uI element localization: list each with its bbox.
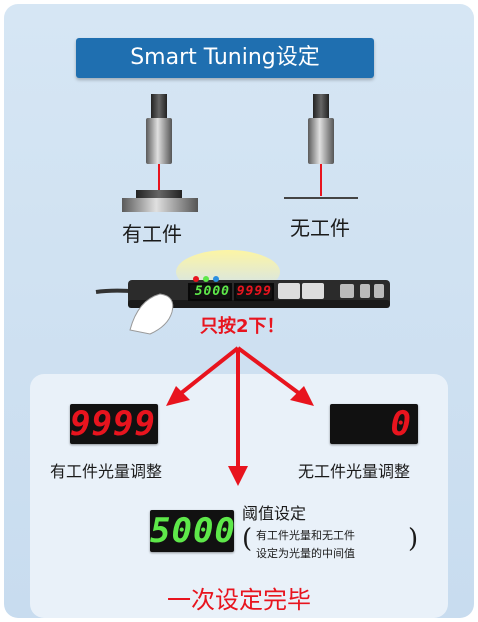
lcd-without-workpiece: 0	[330, 404, 418, 444]
press-instruction: 只按2下！	[200, 316, 285, 337]
label-with-workpiece: 有工件	[122, 222, 182, 246]
lcd-with-workpiece: 9999	[70, 404, 158, 444]
lcd-threshold: 5000	[150, 510, 236, 552]
paren-right: )	[408, 524, 419, 554]
threshold-label: 阈值设定	[242, 504, 307, 523]
sensor-with-workpiece-icon	[122, 94, 198, 212]
sensor-without-workpiece-icon	[284, 94, 358, 199]
label-without-workpiece: 无工件	[290, 216, 350, 240]
threshold-note-line2: 设定为光量的中间值	[256, 547, 355, 560]
page-title: Smart Tuning设定	[76, 38, 374, 78]
paren-left: (	[242, 524, 253, 554]
label-with-workpiece-adjust: 有工件光量调整	[50, 462, 163, 481]
completion-text: 一次设定完毕	[167, 586, 311, 614]
arrows	[166, 346, 314, 486]
device-red-display: 9999	[236, 284, 272, 299]
finger-icon	[129, 293, 174, 335]
label-without-workpiece-adjust: 无工件光量调整	[298, 462, 411, 481]
device-green-display: 5000	[190, 285, 230, 299]
threshold-note-line1: 有工件光量和无工件	[256, 529, 355, 542]
